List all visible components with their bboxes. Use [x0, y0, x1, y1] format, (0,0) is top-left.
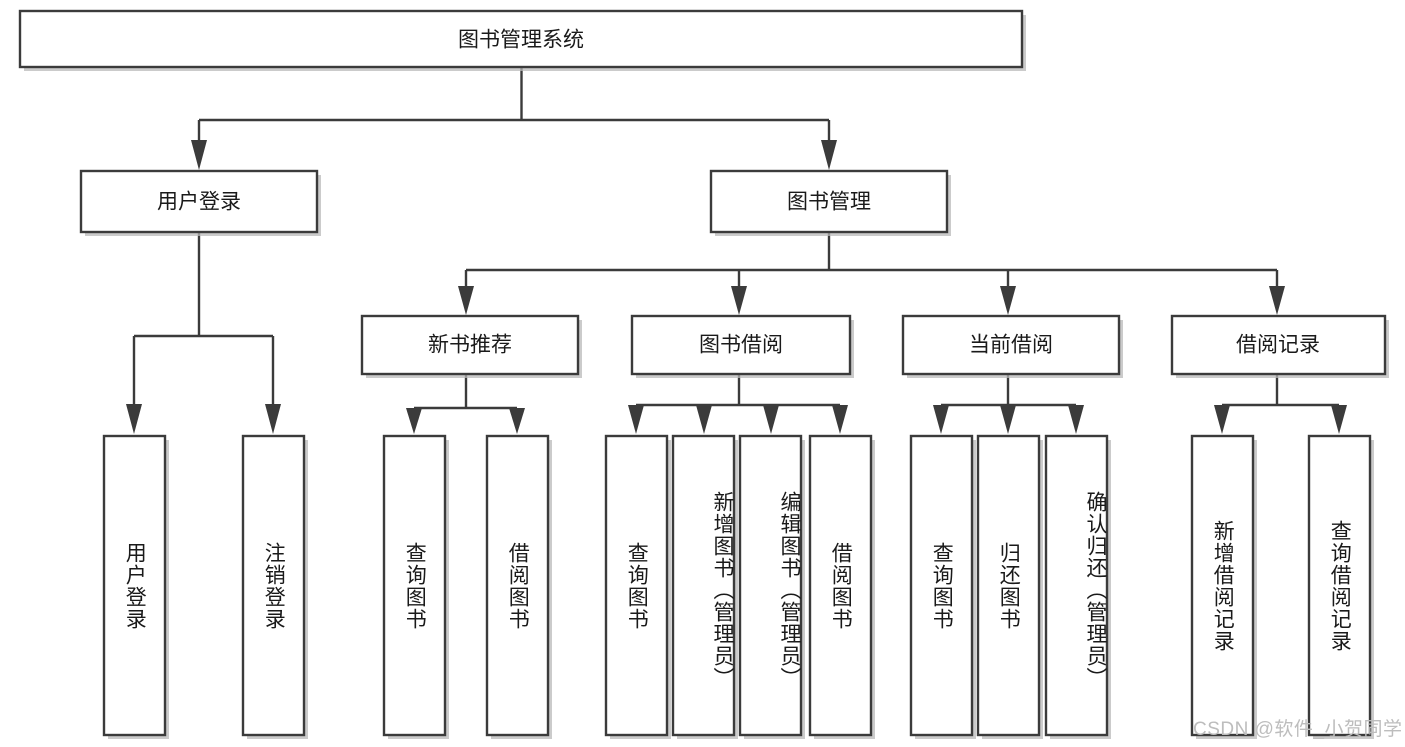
leaf-rec-query2-box[interactable] [1307, 434, 1372, 737]
node-current-borrow[interactable]: 当前借阅 [901, 314, 1123, 378]
arrow-leaf-user-login [126, 404, 142, 434]
node-borrow-record-label: 借阅记录 [1236, 334, 1320, 357]
arrow-borrow-record [1269, 286, 1285, 315]
node-book-manage-label: 图书管理 [787, 191, 871, 214]
node-new-book-rec-box[interactable] [360, 314, 580, 376]
arrow-book-borrow [731, 286, 747, 315]
leaf-user-logout-box[interactable] [241, 434, 306, 737]
node-borrow-record-box[interactable] [1170, 314, 1387, 376]
node-book-borrow[interactable]: 图书借阅 [630, 314, 854, 378]
leaf-cur-return-box[interactable] [976, 434, 1041, 737]
leaf-cur-confirm-box[interactable] [1044, 434, 1109, 737]
leaf-borrow-edit-box[interactable] [738, 434, 803, 737]
arrow-leaf-borrow-edit [763, 405, 779, 434]
node-new-book-rec[interactable]: 新书推荐 [360, 314, 582, 378]
leaf-boxes [102, 434, 1374, 739]
node-current-borrow-label: 当前借阅 [969, 334, 1053, 357]
node-root-box[interactable] [18, 9, 1024, 69]
node-current-borrow-box[interactable] [901, 314, 1121, 376]
leaf-borrow-query-box[interactable] [604, 434, 669, 737]
leaf-cur-query-box[interactable] [909, 434, 974, 737]
node-borrow-record[interactable]: 借阅记录 [1170, 314, 1389, 378]
arrow-leaf-borrow-add [696, 405, 712, 434]
leaf-rec-add-box[interactable] [1190, 434, 1255, 737]
node-new-book-rec-label: 新书推荐 [428, 334, 512, 357]
arrow-leaf-borrow-query [628, 405, 644, 434]
leaf-borrow-add-box[interactable] [671, 434, 736, 737]
arrow-book-manage [821, 140, 837, 170]
arrow-leaf-cur-return [1000, 405, 1016, 434]
arrow-leaf-rec-query [406, 408, 422, 434]
node-user-login[interactable]: 用户登录 [79, 169, 321, 236]
csdn-watermark: CSDN @软件_小贺同学 [1193, 719, 1403, 740]
arrow-leaf-user-logout [265, 404, 281, 434]
arrow-leaf-cur-query [933, 405, 949, 434]
node-root[interactable]: 图书管理系统 [18, 9, 1026, 71]
connector-group [126, 67, 1347, 434]
leaf-rec-borrow-box[interactable] [485, 434, 550, 737]
leaf-user-login-box[interactable] [102, 434, 167, 737]
node-book-manage-box[interactable] [709, 169, 949, 234]
arrow-current-borrow [1000, 286, 1016, 315]
arrow-new-book-rec [458, 286, 474, 315]
node-book-manage[interactable]: 图书管理 [709, 169, 951, 236]
node-book-borrow-label: 图书借阅 [699, 334, 783, 357]
arrow-leaf-borrow-lend [832, 405, 848, 434]
leaf-borrow-lend-box[interactable] [808, 434, 873, 737]
node-root-label: 图书管理系统 [458, 29, 584, 52]
arrow-leaf-cur-confirm [1068, 405, 1084, 434]
arrow-leaf-rec-query2 [1331, 405, 1347, 434]
node-book-borrow-box[interactable] [630, 314, 852, 376]
node-user-login-box[interactable] [79, 169, 319, 234]
arrow-leaf-rec-add [1214, 405, 1230, 434]
node-user-login-label: 用户登录 [157, 191, 241, 214]
arrow-user-login [191, 140, 207, 170]
arrow-leaf-rec-borrow [509, 408, 525, 434]
leaf-rec-query-box[interactable] [382, 434, 447, 737]
